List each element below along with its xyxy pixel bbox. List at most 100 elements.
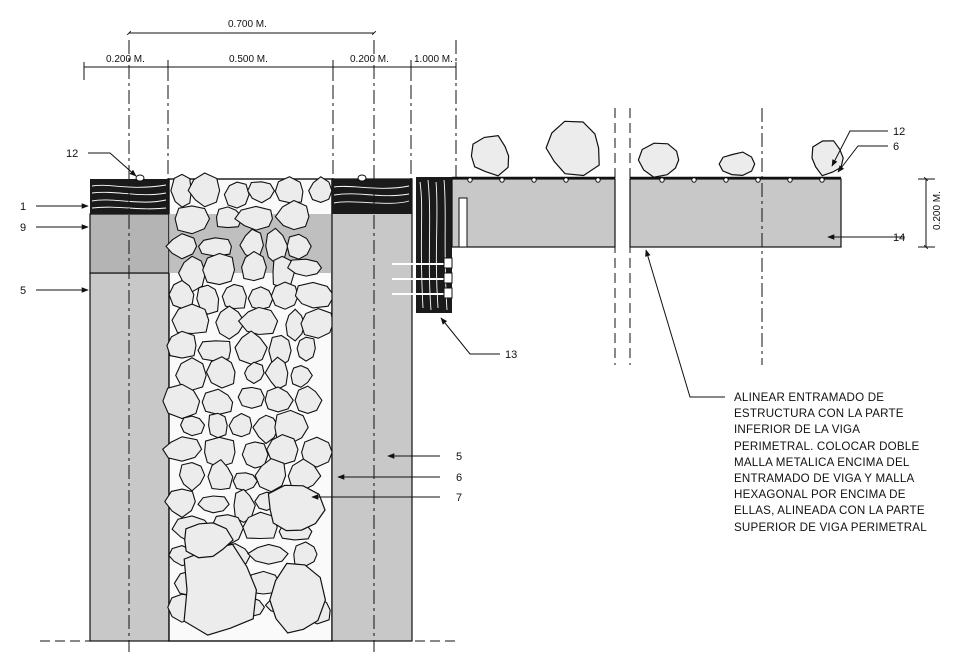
rock-stone — [234, 205, 273, 231]
mesh-tie — [691, 177, 697, 183]
rock-stone — [178, 462, 206, 492]
rock-boulder — [545, 120, 600, 177]
note-line: PERIMETRAL. COLOCAR DOBLE — [734, 439, 920, 453]
rock-stone — [247, 181, 276, 204]
note-line: MALLA METALICA ENCIMA DEL — [734, 455, 910, 469]
core-rocks — [161, 172, 335, 636]
callout-1: 1 — [20, 201, 26, 213]
rock-stone — [294, 281, 335, 309]
dim-beam-depth: 0.200 M. — [932, 191, 943, 230]
rock-stone — [223, 181, 250, 209]
mesh-tie — [595, 177, 601, 183]
rock-boulder — [470, 135, 510, 177]
dim-right-wall: 0.200 M. — [350, 54, 389, 65]
rock-stone — [237, 306, 279, 336]
mesh-tie — [723, 177, 729, 183]
rock-core — [161, 172, 335, 642]
rock-stone — [300, 308, 334, 339]
note-line: INFERIOR DE LA VIGA — [734, 423, 861, 437]
rock-stone — [162, 383, 201, 420]
right-timber-cap — [332, 174, 412, 214]
right-wall-fill — [331, 178, 413, 642]
rock-stone — [247, 286, 274, 310]
rock-stone — [247, 543, 289, 565]
rock-stone — [264, 386, 294, 413]
rock-stone — [175, 357, 207, 391]
mesh-tie — [499, 177, 505, 183]
mesh-tie — [659, 177, 665, 183]
rock-stone — [170, 173, 192, 208]
callout-14: 14 — [893, 232, 905, 244]
top-boulders — [470, 120, 844, 178]
rock-stone — [174, 205, 211, 235]
mesh-tie — [563, 177, 569, 183]
dimension-lines — [83, 30, 935, 250]
mesh-tie — [819, 177, 825, 183]
rock-stone — [207, 458, 234, 491]
rock-stone — [290, 365, 313, 388]
rock-stone — [196, 284, 220, 315]
rock-boulder — [637, 142, 680, 178]
rock-stone — [197, 495, 230, 514]
rock-stone — [202, 252, 236, 286]
rock-stone — [166, 330, 197, 359]
callout-6-top: 6 — [893, 141, 899, 153]
callout-9: 9 — [20, 222, 26, 234]
rock-stone — [285, 308, 306, 342]
rock-stone — [287, 458, 322, 491]
rock-stone — [301, 436, 333, 468]
timber-ledger — [392, 177, 453, 313]
callout-5-left: 5 — [20, 285, 26, 297]
mesh-tie — [531, 177, 537, 183]
rock-stone — [296, 336, 316, 362]
rock-stone — [161, 436, 203, 462]
rock-boulder — [811, 140, 844, 177]
rock-stone — [208, 412, 228, 439]
rock-stone — [252, 414, 280, 445]
rock-stone — [215, 305, 246, 340]
dim-left-wall: 0.200 M. — [106, 54, 145, 65]
leader-lines — [36, 130, 905, 500]
rock-stone — [264, 356, 289, 391]
dim-total: 0.700 M. — [228, 19, 267, 30]
perimeter-beam — [451, 176, 842, 248]
break-lines — [40, 108, 631, 642]
rock-stone — [201, 388, 234, 416]
rock-boulder — [184, 522, 234, 559]
rock-stone — [241, 250, 267, 282]
rock-stone — [286, 233, 312, 260]
rock-stone — [308, 176, 333, 203]
dim-beam-gap: 1.000 M. — [414, 54, 453, 65]
rock-stone — [293, 541, 318, 567]
right-wall — [331, 174, 413, 642]
rock-stone — [270, 281, 299, 310]
callout-13: 13 — [505, 349, 517, 361]
rock-stone — [294, 385, 323, 414]
note-line: HEXAGONAL POR ENCIMA DE — [734, 488, 906, 502]
callout-5-right: 5 — [456, 451, 462, 463]
rock-stone — [221, 283, 247, 310]
rock-stone — [187, 172, 221, 208]
rock-stone — [234, 330, 268, 365]
rock-boulder — [183, 543, 258, 636]
rock-stone — [266, 433, 299, 466]
note-line: ALINEAR ENTRAMADO DE — [734, 391, 885, 404]
rock-stone — [268, 334, 292, 367]
mesh-tie — [787, 177, 793, 183]
mesh-tie — [467, 177, 473, 183]
callout-12-right: 12 — [893, 126, 905, 138]
callout-7: 7 — [456, 492, 462, 504]
note-line: ENTRAMADO DE VIGA Y MALLA — [734, 472, 915, 486]
rock-stone — [286, 258, 323, 277]
mesh-tie — [755, 177, 761, 183]
rock-boulder — [267, 484, 326, 532]
rock-stone — [197, 340, 232, 362]
rock-stone — [228, 412, 253, 438]
rock-stone — [215, 206, 243, 229]
rock-stone — [165, 233, 198, 260]
note-line: ESTRUCTURA CON LA PARTE — [734, 407, 904, 421]
mesh-ties — [467, 177, 825, 183]
rock-stone — [179, 415, 206, 437]
rock-stone — [237, 386, 265, 409]
